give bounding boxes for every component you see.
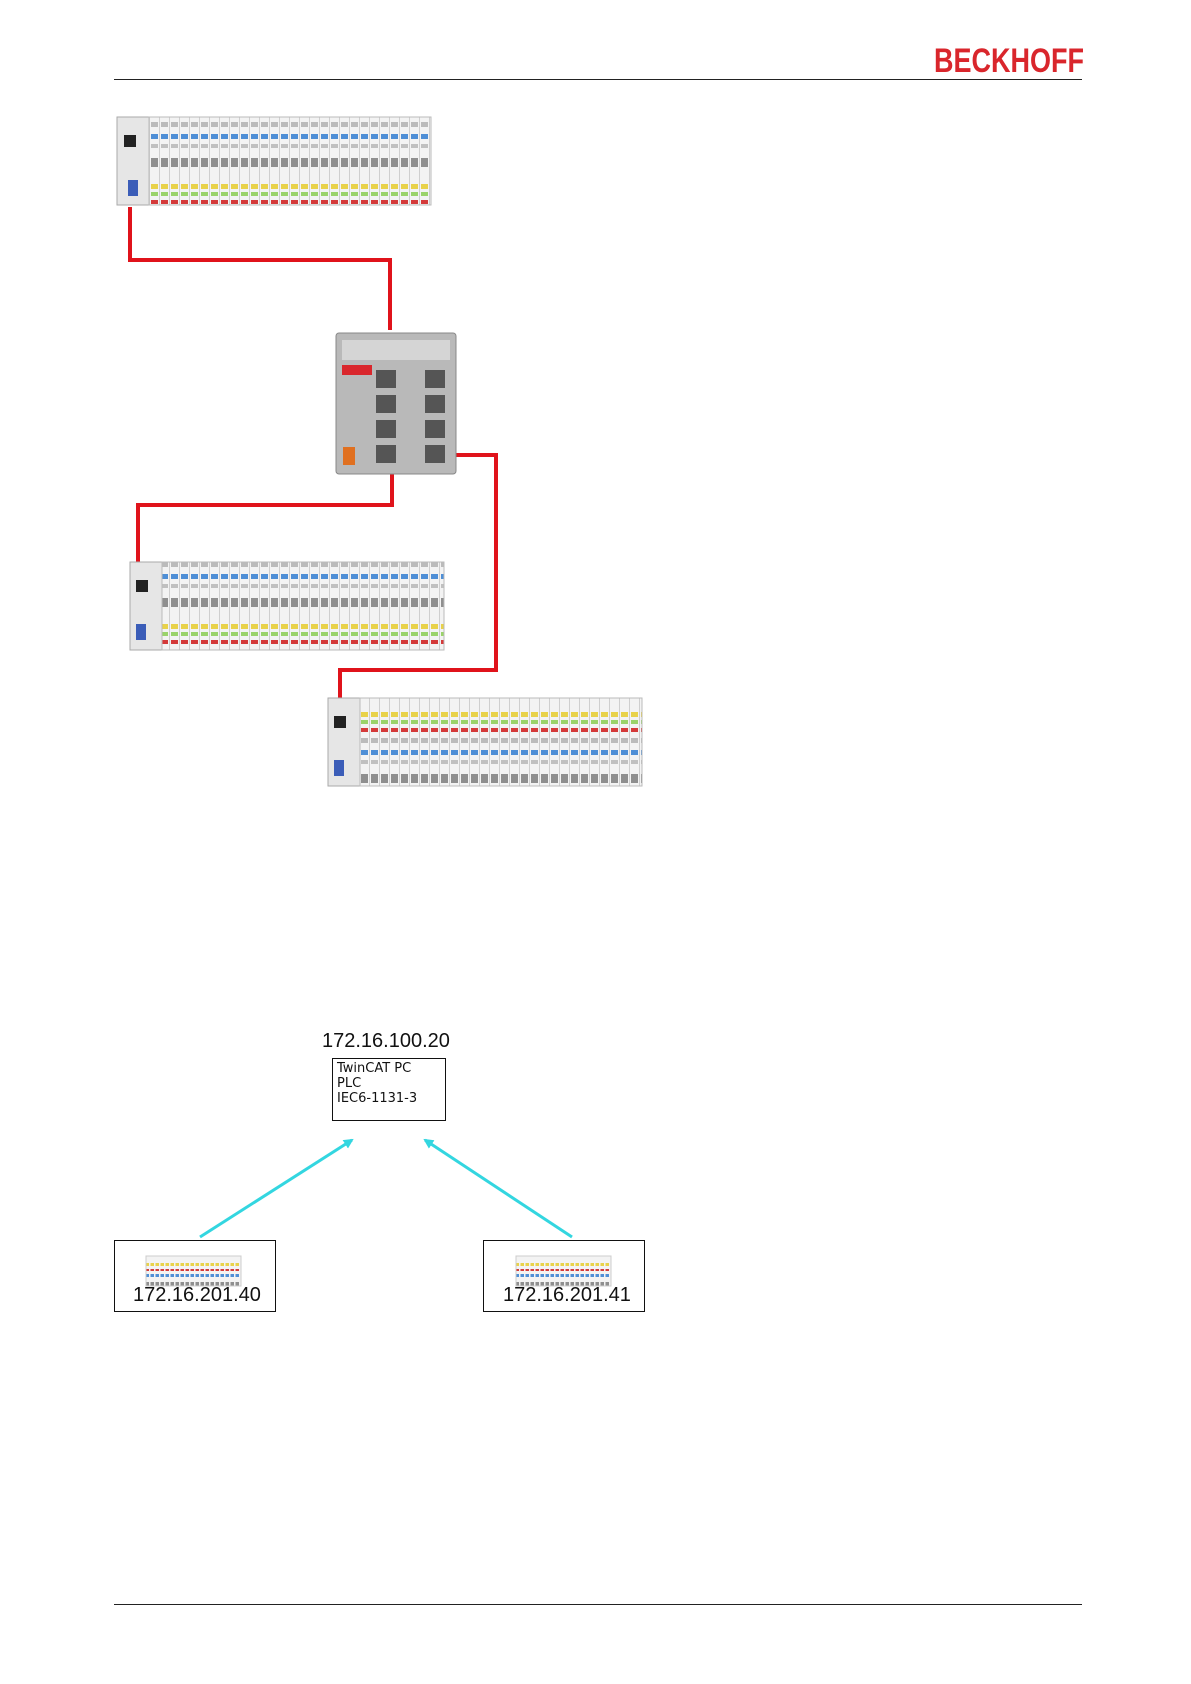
rj45-port-icon <box>136 580 148 592</box>
switch-logo-icon <box>342 365 372 375</box>
node-right-ip-label: 172.16.201.41 <box>503 1284 631 1307</box>
label-icon <box>136 624 146 640</box>
rj45-port-icon <box>334 716 346 728</box>
power-connector-icon <box>343 447 355 465</box>
bus-coupler-station-3 <box>328 698 642 786</box>
arrow-node-41-to-pc <box>425 1140 572 1237</box>
bus-coupler-station-2 <box>130 562 444 650</box>
rj45-port-icon <box>124 135 136 147</box>
pc-line-2: PLC <box>337 1076 441 1091</box>
label-icon <box>334 760 344 776</box>
cable-switch-to-station-2 <box>138 474 392 565</box>
label-icon <box>128 180 138 196</box>
data-flow-arrows <box>200 1140 572 1237</box>
pc-ip-label: 172.16.100.20 <box>322 1030 450 1053</box>
arrow-node-40-to-pc <box>200 1140 352 1237</box>
node-left-ip-label: 172.16.201.40 <box>133 1284 261 1307</box>
footer-rule <box>114 1604 1082 1605</box>
twincat-pc-box: TwinCAT PC PLC IEC6-1131-3 <box>332 1058 446 1121</box>
cable-station-1-to-switch <box>130 207 390 330</box>
pc-line-3: IEC6-1131-3 <box>337 1091 441 1106</box>
bus-coupler-station-1 <box>117 117 431 205</box>
pc-line-1: TwinCAT PC <box>337 1061 441 1076</box>
ethernet-switch <box>336 333 456 474</box>
